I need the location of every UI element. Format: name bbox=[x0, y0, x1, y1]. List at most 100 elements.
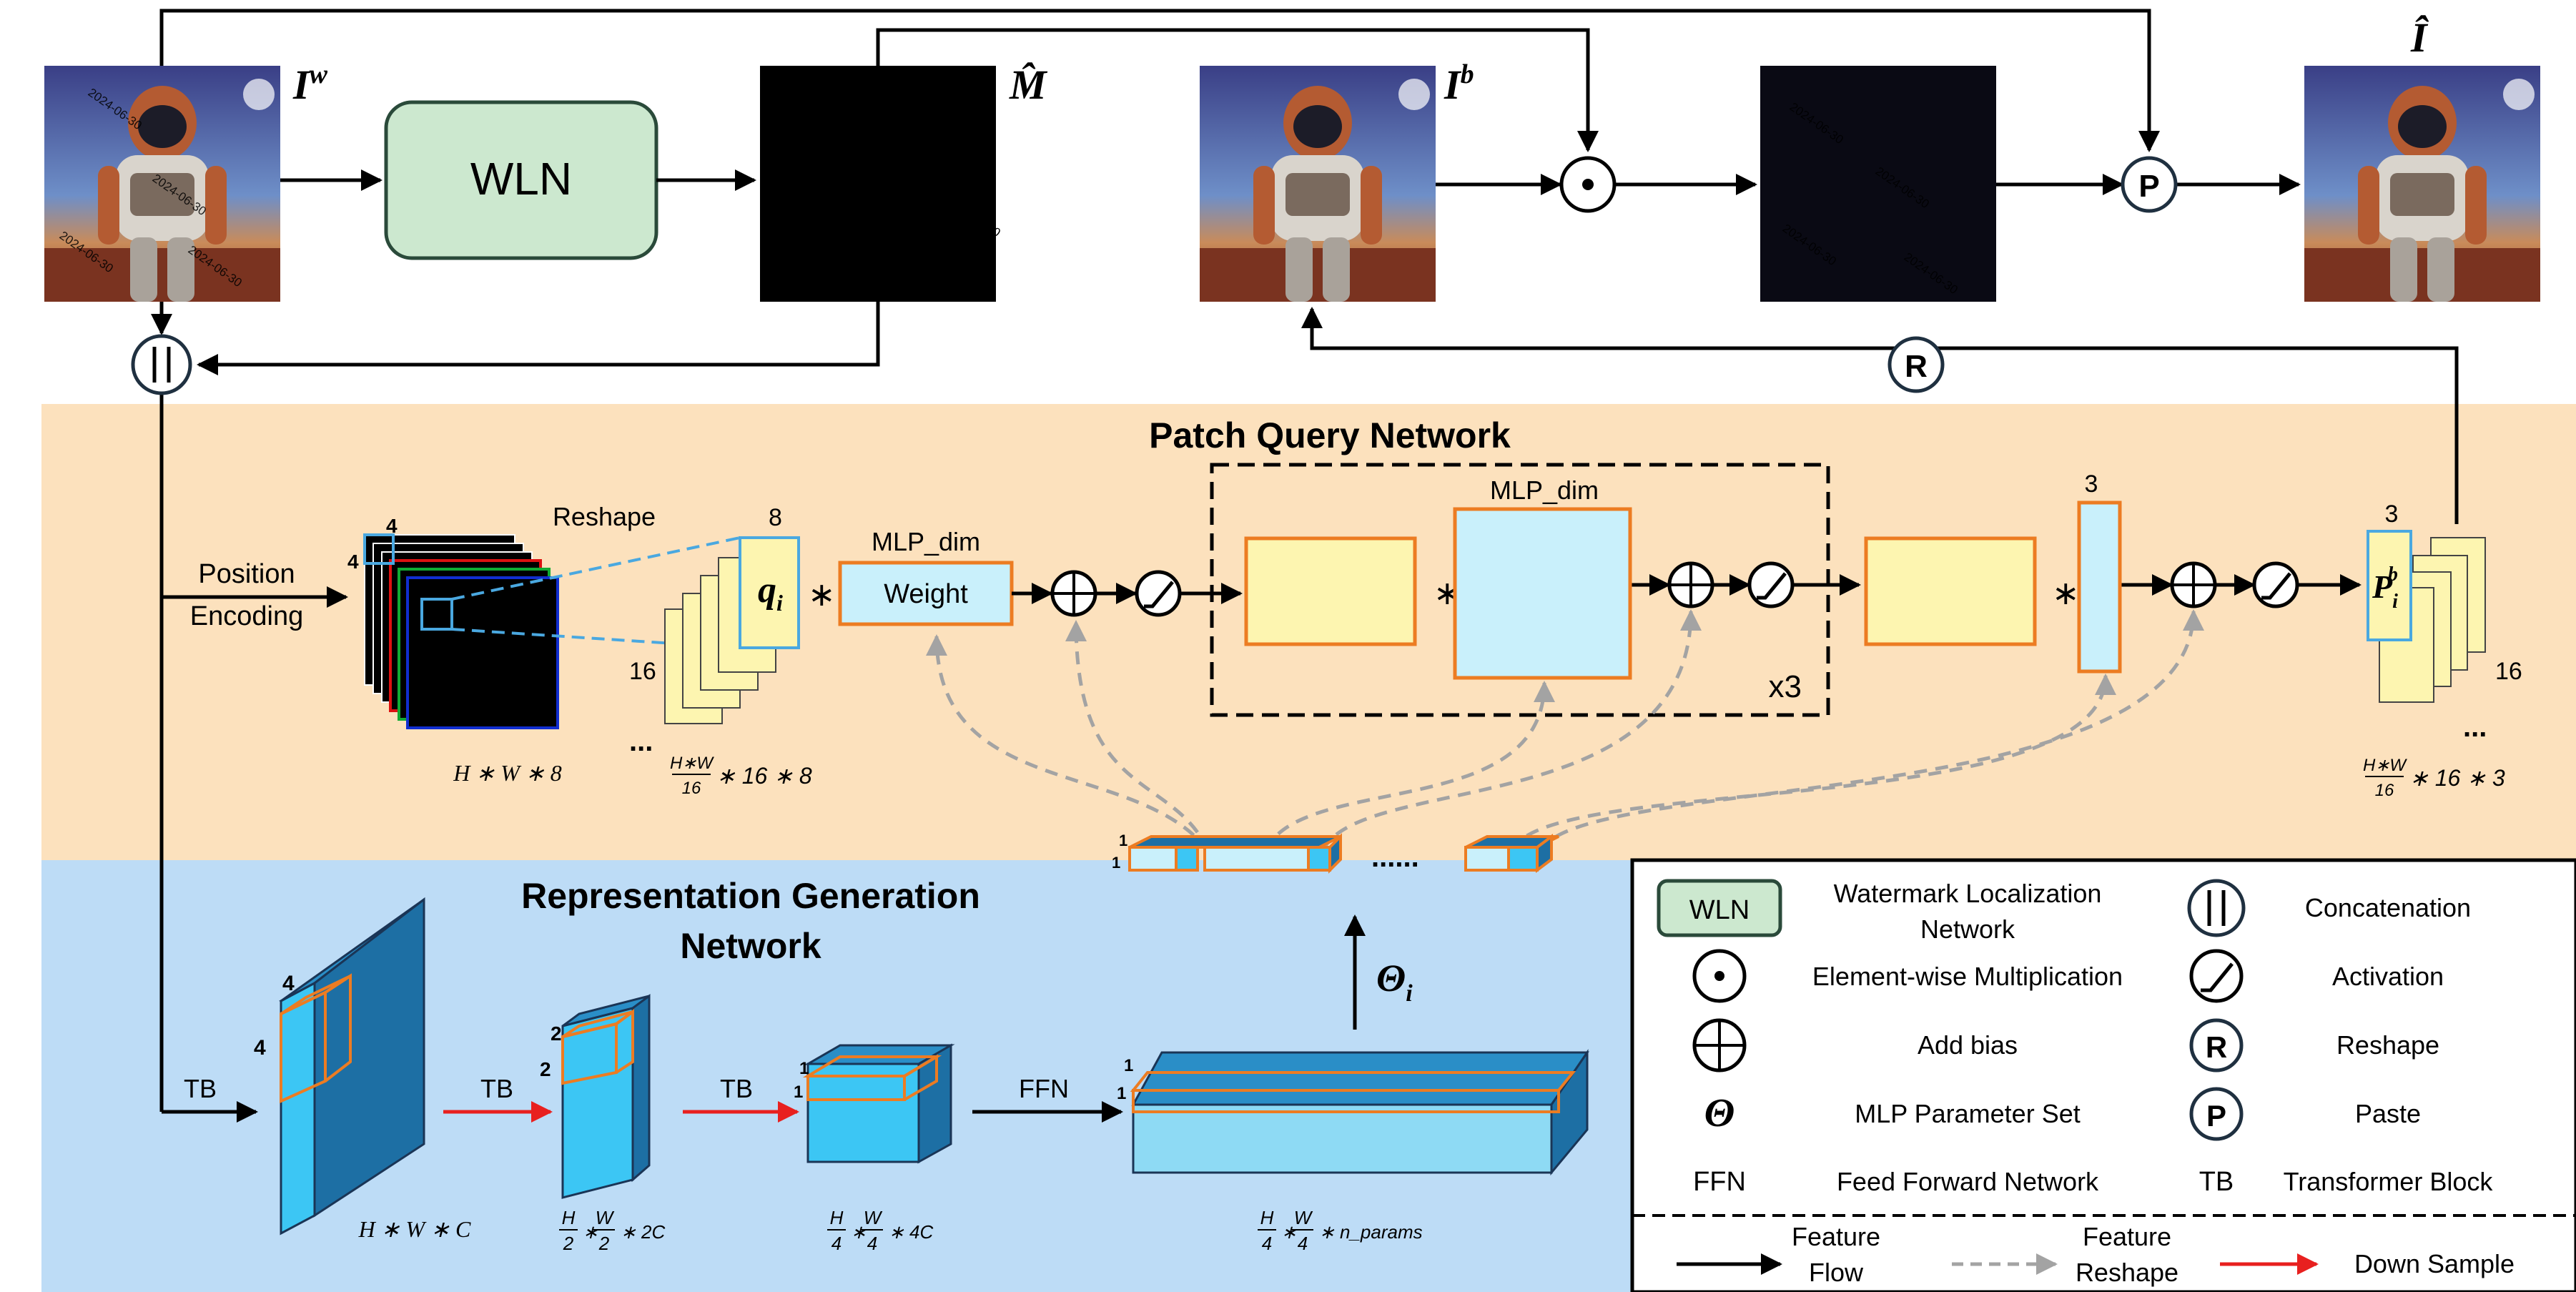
svg-text:4: 4 bbox=[1298, 1233, 1308, 1254]
svg-text:Reshape: Reshape bbox=[2336, 1030, 2439, 1060]
svg-text:2: 2 bbox=[563, 1233, 574, 1254]
h4w4n-label: H 4 ∗ W 4 ∗ n_params bbox=[1258, 1207, 1423, 1254]
pqn-title: Patch Query Network bbox=[1149, 415, 1511, 455]
svg-text:1: 1 bbox=[1124, 1056, 1133, 1075]
svg-text:TB: TB bbox=[184, 1074, 217, 1103]
svg-text:H: H bbox=[562, 1207, 576, 1228]
svg-text:∗ 16 ∗ 3: ∗ 16 ∗ 3 bbox=[2409, 765, 2505, 791]
x3-label: x3 bbox=[1769, 669, 1802, 704]
add-bias-2 bbox=[1667, 561, 1714, 608]
predicted-mask-image: 2024-06-30 2024-06-30 2024-06-30 2024-06… bbox=[760, 66, 1003, 304]
output-patch-stack bbox=[2367, 530, 2486, 703]
svg-text:4: 4 bbox=[347, 551, 359, 573]
svg-text:4: 4 bbox=[254, 1036, 266, 1060]
activation-2 bbox=[1747, 561, 1795, 608]
svg-text:∗ n_params: ∗ n_params bbox=[1319, 1221, 1423, 1243]
svg-text:TB: TB bbox=[720, 1074, 753, 1103]
svg-text:Weight: Weight bbox=[884, 579, 968, 609]
svg-text:1: 1 bbox=[1117, 1084, 1126, 1103]
svg-text:Transformer Block: Transformer Block bbox=[2284, 1167, 2494, 1196]
feature-block-1 bbox=[279, 897, 425, 1236]
svg-text:Paste: Paste bbox=[2355, 1099, 2421, 1128]
svg-text:16: 16 bbox=[629, 658, 656, 685]
query-stack bbox=[664, 536, 800, 724]
svg-text:Watermark Localization: Watermark Localization bbox=[1834, 879, 2102, 908]
svg-text:4: 4 bbox=[282, 972, 295, 995]
svg-text:...: ... bbox=[629, 726, 653, 757]
svg-text:16: 16 bbox=[2375, 781, 2394, 800]
svg-text:Concatenation: Concatenation bbox=[2305, 893, 2471, 922]
svg-text:1: 1 bbox=[799, 1059, 809, 1078]
svg-text:Feed Forward Network: Feed Forward Network bbox=[1837, 1167, 2099, 1196]
wln-label: WLN bbox=[470, 153, 572, 204]
rgn-title-1: Representation Generation bbox=[521, 876, 980, 916]
svg-text:4: 4 bbox=[1262, 1233, 1272, 1254]
ihat-label: Î bbox=[2410, 14, 2429, 61]
mlp-dim-label-1: MLP_dim bbox=[872, 527, 980, 556]
svg-text:W: W bbox=[596, 1207, 615, 1228]
reshape-op bbox=[1887, 336, 1945, 393]
output-input-block bbox=[1864, 536, 2037, 646]
repeat-block bbox=[1210, 463, 1830, 717]
theta-i-label: Θi bbox=[1376, 957, 1413, 1007]
position-label: Position bbox=[198, 559, 295, 589]
svg-text:WLN: WLN bbox=[1689, 895, 1750, 925]
weight-block bbox=[838, 561, 1014, 626]
svg-text:∗ 4C: ∗ 4C bbox=[889, 1221, 933, 1243]
output-image bbox=[2304, 66, 2540, 302]
svg-text:16: 16 bbox=[2495, 658, 2522, 685]
svg-text:∗: ∗ bbox=[851, 1221, 867, 1243]
svg-text:Θ: Θ bbox=[1704, 1091, 1735, 1135]
iw-label: Iw bbox=[292, 59, 328, 108]
svg-text:8: 8 bbox=[769, 504, 782, 531]
hwc-label: H ∗ W ∗ C bbox=[358, 1216, 471, 1242]
concat-op bbox=[131, 334, 192, 395]
parameter-vector bbox=[1128, 833, 1559, 874]
activation-1 bbox=[1135, 570, 1182, 617]
hw8-label: H ∗ W ∗ 8 bbox=[453, 760, 561, 786]
svg-text:FFN: FFN bbox=[1693, 1167, 1746, 1197]
svg-text:Down Sample: Down Sample bbox=[2354, 1249, 2515, 1278]
svg-text:H∗W: H∗W bbox=[2363, 756, 2407, 775]
paste-op bbox=[2121, 156, 2178, 213]
svg-text:Flow: Flow bbox=[1809, 1258, 1864, 1287]
svg-text:...: ... bbox=[2463, 711, 2487, 743]
reshape-label: Reshape bbox=[553, 502, 656, 531]
svg-text:R: R bbox=[1905, 349, 1928, 384]
svg-text:H: H bbox=[830, 1207, 844, 1228]
svg-text:W: W bbox=[1294, 1207, 1313, 1228]
svg-text:3: 3 bbox=[2085, 470, 2098, 498]
svg-text:2: 2 bbox=[540, 1058, 551, 1080]
svg-text:P: P bbox=[2206, 1099, 2226, 1133]
svg-text:Feature: Feature bbox=[2083, 1222, 2171, 1251]
svg-text:4: 4 bbox=[386, 515, 398, 537]
hw16-3-label: H∗W 16 ∗ 16 ∗ 3 bbox=[2363, 756, 2505, 800]
activation-3 bbox=[2252, 561, 2299, 608]
svg-text:......: ...... bbox=[1371, 842, 1419, 873]
svg-text:W: W bbox=[864, 1207, 883, 1228]
svg-text:4: 4 bbox=[867, 1233, 877, 1254]
svg-text:∗: ∗ bbox=[2052, 574, 2080, 611]
svg-text:Activation: Activation bbox=[2332, 962, 2444, 991]
svg-text:Feature: Feature bbox=[1792, 1222, 1880, 1251]
svg-text:1: 1 bbox=[1119, 832, 1127, 849]
output-weight-block bbox=[2077, 500, 2122, 674]
svg-text:3: 3 bbox=[2385, 500, 2399, 528]
mhat-label: M̂ bbox=[1009, 61, 1048, 108]
svg-text:P: P bbox=[2138, 169, 2159, 204]
legend: WLN Watermark Localization Network Conca… bbox=[1630, 858, 2576, 1292]
svg-text:2: 2 bbox=[551, 1022, 562, 1045]
svg-text:∗: ∗ bbox=[583, 1221, 598, 1243]
hidden-weight-block bbox=[1453, 507, 1632, 680]
svg-text:Reshape: Reshape bbox=[2076, 1258, 2178, 1287]
mlp-dim-label-2: MLP_dim bbox=[1490, 475, 1599, 505]
rgn-title-2: Network bbox=[680, 926, 821, 966]
qi-label: qi bbox=[758, 570, 783, 616]
svg-text:1: 1 bbox=[794, 1083, 803, 1102]
svg-text:∗: ∗ bbox=[1281, 1221, 1297, 1243]
svg-text:4: 4 bbox=[831, 1233, 842, 1254]
masked-product-image: 2024-06-30 2024-06-30 2024-06-30 2024-06… bbox=[1760, 66, 1996, 302]
svg-text:∗ 16 ∗ 8: ∗ 16 ∗ 8 bbox=[716, 763, 812, 789]
